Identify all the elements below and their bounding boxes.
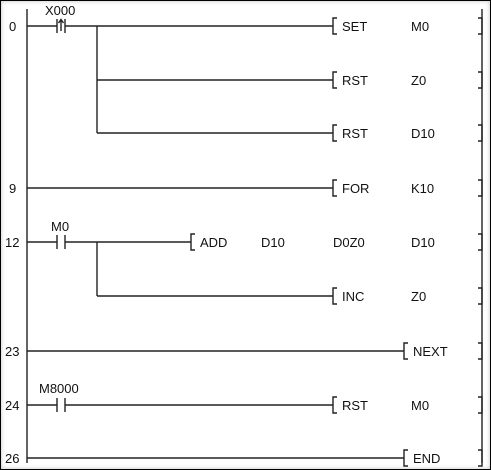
rung-12: 12 M0 ADD D10 D0Z0 D10: [5, 219, 483, 305]
instruction-box[interactable]: ADD D10 D0Z0 D10: [190, 233, 483, 251]
instruction-box[interactable]: RST Z0: [332, 71, 483, 89]
instruction-operand: D0Z0: [333, 235, 365, 250]
instruction-box[interactable]: SET M0: [332, 17, 483, 35]
contact-label: M8000: [39, 381, 79, 396]
rung-26: 26 END: [5, 449, 483, 467]
instruction-op: RST: [342, 126, 368, 141]
instruction-op: RST: [342, 73, 368, 88]
instruction-operand: K10: [411, 181, 434, 196]
instruction-op: ADD: [200, 235, 227, 250]
instruction-box[interactable]: FOR K10: [332, 179, 483, 197]
instruction-op: FOR: [342, 181, 369, 196]
step-number: 26: [5, 451, 19, 466]
instruction-operand: Z0: [411, 73, 426, 88]
rung-0: 0 X000 SET M0: [9, 3, 483, 142]
step-number: 24: [5, 398, 19, 413]
rung-9: 9 FOR K10: [9, 179, 483, 197]
instruction-op: INC: [342, 289, 364, 304]
instruction-op: SET: [342, 19, 367, 34]
instruction-op: NEXT: [413, 344, 448, 359]
instruction-operand: D10: [261, 235, 285, 250]
normally-open-contact[interactable]: [56, 235, 66, 249]
instruction-box[interactable]: INC Z0: [332, 287, 483, 305]
instruction-box[interactable]: RST D10: [332, 124, 483, 142]
instruction-operand: M0: [411, 19, 429, 34]
instruction-box[interactable]: RST M0: [332, 396, 483, 414]
instruction-operand: D10: [411, 126, 435, 141]
rung-23: 23 NEXT: [5, 342, 483, 360]
normally-open-contact[interactable]: [56, 398, 66, 412]
rung-24: 24 M8000 RST M0: [5, 381, 483, 414]
step-number: 0: [9, 19, 16, 34]
contact-label: X000: [45, 3, 75, 18]
contact-label: M0: [51, 219, 69, 234]
step-number: 12: [5, 235, 19, 250]
instruction-operand: D10: [411, 235, 435, 250]
instruction-box[interactable]: END: [403, 449, 483, 467]
step-number: 23: [5, 344, 19, 359]
instruction-operand: Z0: [411, 289, 426, 304]
instruction-op: RST: [342, 398, 368, 413]
instruction-op: END: [413, 451, 440, 466]
instruction-box[interactable]: NEXT: [403, 342, 483, 360]
rising-edge-contact[interactable]: [56, 18, 66, 33]
step-number: 9: [9, 181, 16, 196]
instruction-operand: M0: [411, 398, 429, 413]
